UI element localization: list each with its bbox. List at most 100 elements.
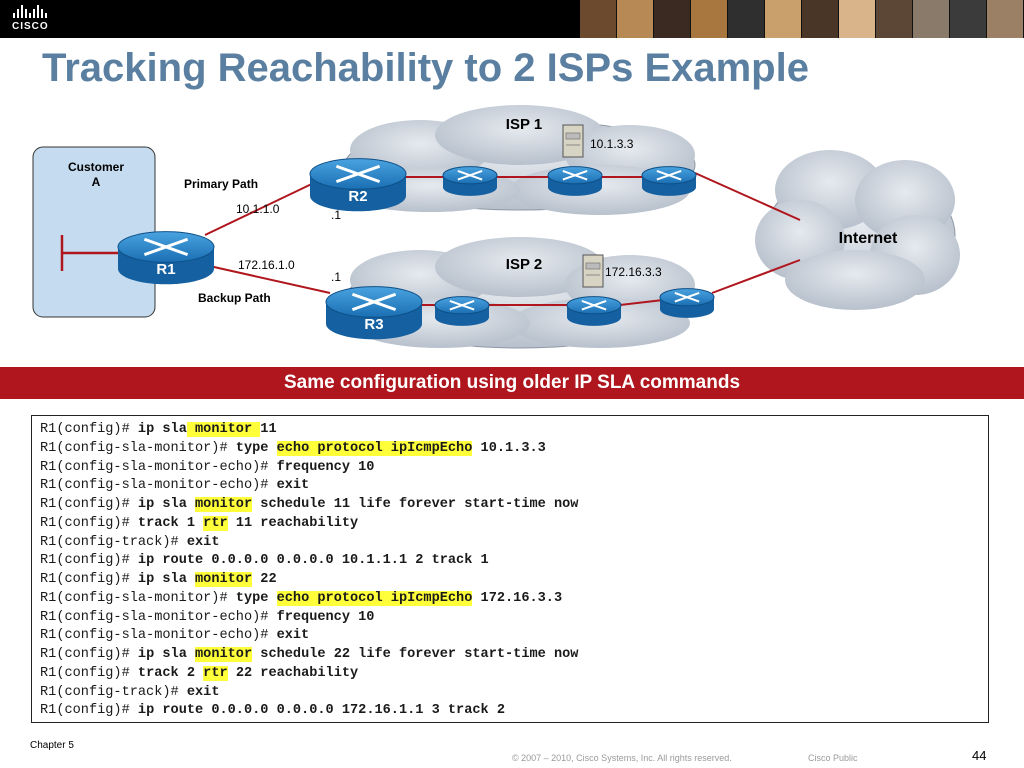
router-r1: R1 bbox=[117, 231, 215, 285]
cli-command: ip route 0.0.0.0 0.0.0.0 172.16.1.1 3 tr… bbox=[137, 703, 505, 719]
cli-command: track 1 bbox=[137, 515, 204, 531]
cisco-logo-text: CISCO bbox=[12, 21, 49, 32]
cisco-logo: CISCO bbox=[12, 4, 62, 34]
cli-command: frequency 10 bbox=[276, 609, 375, 625]
footer-classification: Cisco Public bbox=[808, 753, 858, 763]
cli-command: track 2 bbox=[137, 665, 204, 681]
cli-prompt: R1(config-sla-monitor)# bbox=[40, 440, 236, 456]
photo-strip bbox=[580, 0, 1024, 38]
cisco-logo-bars-icon bbox=[12, 4, 62, 18]
router-isp1-a bbox=[442, 166, 498, 196]
cli-command: ip sla bbox=[137, 422, 187, 437]
router-arrows-icon bbox=[335, 164, 381, 184]
header-photo bbox=[617, 0, 654, 38]
cli-highlighted-keyword: monitor bbox=[195, 572, 253, 587]
link-isp1-internet bbox=[694, 172, 801, 221]
cli-prompt: R1(config)# bbox=[40, 572, 138, 587]
cli-prompt: R1(config)# bbox=[40, 647, 138, 662]
header-photo bbox=[950, 0, 987, 38]
link-r1-r2 bbox=[204, 179, 321, 236]
customer-label-line1: Customer bbox=[68, 160, 124, 174]
link-isp2-internet bbox=[711, 259, 801, 294]
top-bar: CISCO bbox=[0, 0, 1024, 38]
cli-command: type bbox=[235, 440, 277, 456]
router-isp2-c bbox=[659, 288, 715, 318]
server1-ip-label: 10.1.3.3 bbox=[590, 137, 634, 151]
cli-line: R1(config-sla-monitor)# type echo protoc… bbox=[40, 590, 988, 609]
cli-highlighted-keyword: monitor bbox=[195, 497, 253, 512]
cli-line: R1(config-sla-monitor-echo)# exit bbox=[40, 627, 988, 646]
primary-network-label: 10.1.1.0 bbox=[236, 202, 280, 216]
router-isp1-c bbox=[641, 166, 697, 196]
cli-line: R1(config)# ip sla monitor 11 bbox=[40, 421, 988, 440]
footer-chapter: Chapter 5 bbox=[30, 740, 74, 751]
cli-command: exit bbox=[276, 628, 310, 644]
cli-highlighted-keyword: monitor bbox=[195, 647, 253, 662]
section-banner: Same configuration using older IP SLA co… bbox=[0, 367, 1024, 399]
router-r1-label: R1 bbox=[156, 261, 175, 278]
cli-prompt: R1(config-sla-monitor-echo)# bbox=[40, 478, 277, 494]
cli-prompt: R1(config-sla-monitor-echo)# bbox=[40, 628, 277, 644]
router-r2-label: R2 bbox=[348, 188, 367, 205]
cli-line: R1(config-track)# exit bbox=[40, 684, 988, 703]
server-isp1 bbox=[562, 124, 584, 158]
header-photo bbox=[728, 0, 765, 38]
slide-title: Tracking Reachability to 2 ISPs Example bbox=[42, 46, 809, 90]
primary-host-label: .1 bbox=[331, 208, 341, 222]
customer-label-line2: A bbox=[92, 175, 101, 189]
cli-line: R1(config-sla-monitor-echo)# exit bbox=[40, 477, 988, 496]
cli-prompt: R1(config-track)# bbox=[40, 684, 187, 700]
cli-command: type bbox=[235, 590, 277, 606]
cli-prompt: R1(config-track)# bbox=[40, 534, 187, 550]
cli-command: exit bbox=[276, 478, 310, 494]
cli-prompt: R1(config)# bbox=[40, 422, 138, 437]
router-isp2-b bbox=[566, 296, 622, 326]
header-photo bbox=[654, 0, 691, 38]
backup-path-label: Backup Path bbox=[198, 291, 271, 305]
router-isp1-b bbox=[547, 166, 603, 196]
server2-ip-label: 172.16.3.3 bbox=[605, 265, 662, 279]
primary-path-label: Primary Path bbox=[184, 177, 258, 191]
cli-command: frequency 10 bbox=[276, 459, 375, 475]
cli-prompt: R1(config-sla-monitor-echo)# bbox=[40, 459, 277, 475]
cli-command: exit bbox=[186, 684, 220, 700]
header-photo bbox=[987, 0, 1024, 38]
cli-line: R1(config)# ip sla monitor 22 bbox=[40, 571, 988, 590]
cli-command: schedule 22 life forever start-time now bbox=[252, 647, 579, 662]
cli-command: exit bbox=[186, 534, 220, 550]
cli-highlighted-keyword: echo protocol ipIcmpEcho bbox=[276, 440, 473, 456]
isp2-label: ISP 2 bbox=[506, 256, 542, 273]
cli-command: ip route 0.0.0.0 0.0.0.0 10.1.1.1 2 trac… bbox=[137, 553, 489, 569]
cli-prompt: R1(config)# bbox=[40, 703, 138, 719]
cli-command: 10.1.3.3 bbox=[472, 440, 546, 456]
router-arrows-icon bbox=[656, 170, 682, 181]
cli-line: R1(config)# ip sla monitor schedule 11 l… bbox=[40, 496, 988, 515]
cli-line: R1(config)# track 2 rtr 22 reachability bbox=[40, 665, 988, 684]
header-photo bbox=[876, 0, 913, 38]
header-photo bbox=[839, 0, 876, 38]
cli-line: R1(config)# ip sla monitor schedule 22 l… bbox=[40, 646, 988, 665]
cli-prompt: R1(config)# bbox=[40, 497, 138, 512]
router-arrows-icon bbox=[457, 170, 483, 181]
cli-line: R1(config-sla-monitor-echo)# frequency 1… bbox=[40, 609, 988, 628]
cli-highlighted-keyword: monitor bbox=[186, 422, 261, 437]
footer-copyright: © 2007 – 2010, Cisco Systems, Inc. All r… bbox=[512, 753, 732, 763]
router-arrows-icon bbox=[351, 292, 397, 312]
cli-highlighted-keyword: rtr bbox=[203, 515, 228, 531]
router-r2: R2 bbox=[309, 158, 407, 212]
server-isp2 bbox=[582, 254, 604, 288]
cli-highlighted-keyword: rtr bbox=[203, 665, 228, 681]
cli-command: 11 reachability bbox=[227, 515, 359, 531]
header-photo bbox=[580, 0, 617, 38]
router-arrows-icon bbox=[581, 300, 607, 311]
cli-line: R1(config-sla-monitor-echo)# frequency 1… bbox=[40, 459, 988, 478]
cli-prompt: R1(config-sla-monitor)# bbox=[40, 590, 236, 606]
cli-line: R1(config-track)# exit bbox=[40, 534, 988, 553]
link-isp2b-isp2c bbox=[619, 299, 664, 306]
header-photo bbox=[802, 0, 839, 38]
router-r3: R3 bbox=[325, 286, 423, 340]
router-arrows-icon bbox=[143, 237, 189, 257]
cli-prompt: R1(config)# bbox=[40, 553, 138, 569]
